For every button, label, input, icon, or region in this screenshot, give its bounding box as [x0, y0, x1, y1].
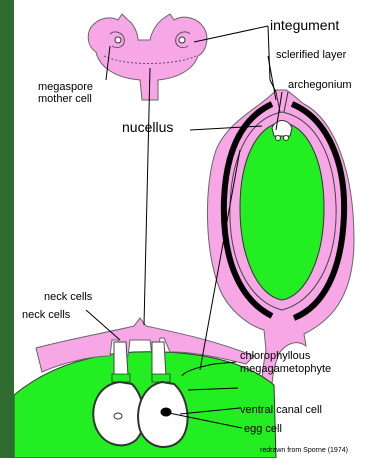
mature-megagametophyte — [240, 122, 324, 300]
megaspore-mother-cell-right — [179, 37, 185, 43]
label-mother-cell: mother cell — [38, 93, 92, 105]
label-integument: integument — [270, 17, 339, 33]
label-sclerified-layer: sclerified layer — [276, 49, 347, 61]
archegonium-cell-a — [276, 136, 281, 141]
nucleus-left — [114, 413, 122, 419]
label-megaspore: megaspore — [38, 81, 93, 93]
label-chlorophyllous: chlorophyllous — [240, 350, 311, 362]
label-neck-cells-1: neck cells — [44, 291, 93, 303]
label-credit: redrawn from Sporne (1974) — [260, 447, 348, 454]
label-archegonium: archegonium — [288, 79, 352, 91]
diagram-panel: integument sclerified layer archegonium … — [14, 0, 368, 458]
neck-cells-right — [152, 374, 170, 382]
label-egg-cell: egg cell — [244, 423, 282, 435]
young-ovule-integument — [88, 14, 207, 100]
ovule-diagram: integument sclerified layer archegonium … — [14, 0, 368, 458]
label-nucellus: nucellus — [122, 119, 173, 135]
young-ovule — [88, 14, 207, 100]
label-megagametophyte: megagametophyte — [240, 363, 331, 375]
label-neck-cells-2: neck cells — [22, 309, 71, 321]
neck-cells-left — [112, 374, 130, 382]
megaspore-mother-cell-left — [115, 37, 121, 43]
label-ventral-canal-cell: ventral canal cell — [240, 404, 322, 416]
mature-archegonium — [272, 121, 292, 137]
archegonium-cell-b — [284, 136, 289, 141]
